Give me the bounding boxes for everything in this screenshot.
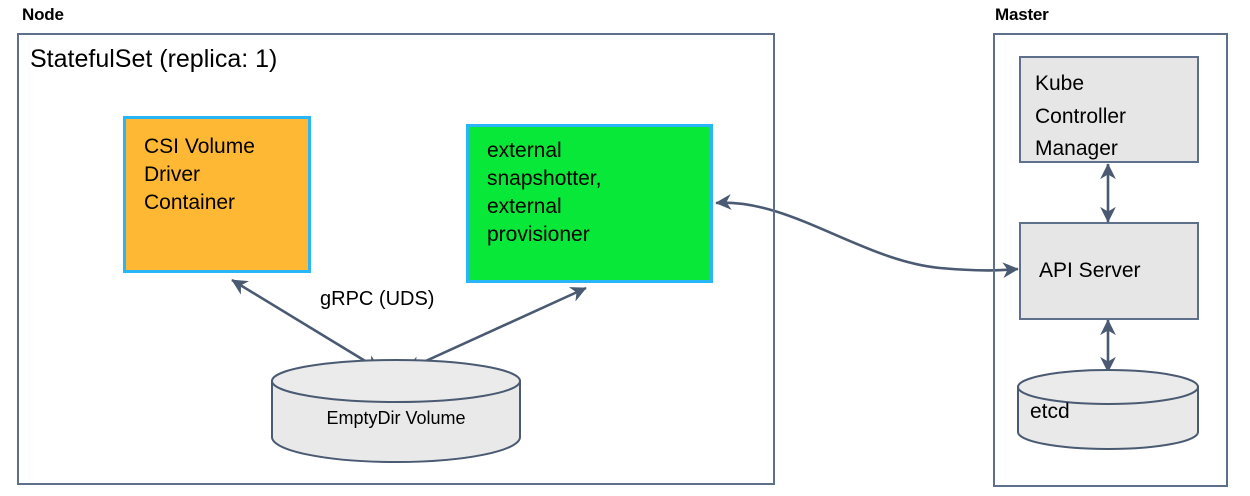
statefulset-label: StatefulSet (replica: 1): [30, 45, 278, 73]
api-server-label: API Server: [1039, 258, 1141, 282]
kcm-line-2: Controller: [1035, 104, 1127, 128]
kcm-line-1: Kube: [1035, 72, 1085, 95]
emptydir-volume-label: EmptyDir Volume: [326, 408, 466, 428]
csi-line-2: Driver: [144, 163, 200, 187]
external-line-1: external: [487, 139, 562, 162]
master-zone-frame: [993, 33, 1228, 487]
kube-controller-manager-box[interactable]: Kube Controller Manager: [1019, 56, 1199, 163]
kcm-line-3: Manager: [1035, 137, 1118, 161]
node-zone-title: Node: [22, 5, 64, 24]
connector-grpc-external: [405, 286, 587, 372]
connector-grpc-csi: [231, 278, 381, 372]
emptydir-volume-cylinder: [271, 359, 521, 464]
node-zone-frame: [17, 33, 775, 485]
external-line-3: external: [487, 195, 562, 219]
csi-volume-driver-container-box[interactable]: CSI Volume Driver Container: [123, 116, 311, 273]
connector-external-apiserver: [715, 194, 1019, 279]
external-snapshotter-provisioner-box[interactable]: external snapshotter, external provision…: [466, 124, 713, 283]
csi-line-3: Container: [144, 191, 236, 215]
master-zone-title: Master: [995, 5, 1049, 24]
grpc-uds-edge-label: gRPC (UDS): [320, 288, 435, 310]
external-line-4: provisioner: [487, 223, 590, 247]
etcd-label: etcd: [1030, 400, 1070, 423]
external-line-2: snapshotter,: [487, 167, 602, 191]
etcd-cylinder: [1017, 369, 1199, 450]
api-server-box[interactable]: API Server: [1019, 222, 1199, 320]
csi-line-1: CSI Volume: [144, 135, 255, 158]
